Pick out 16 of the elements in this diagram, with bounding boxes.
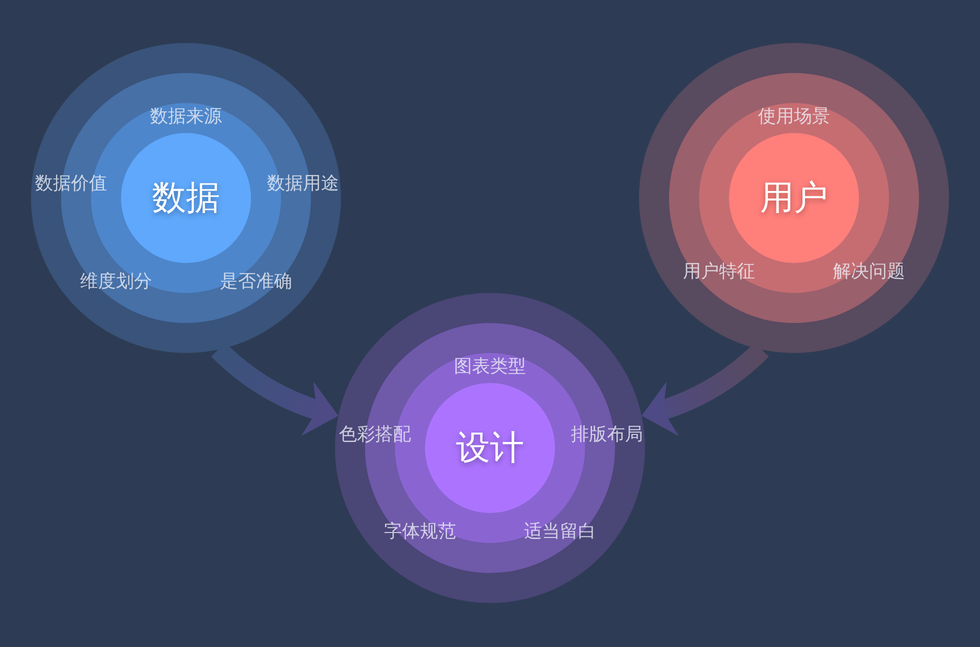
ring-label: 是否准确 <box>220 271 292 293</box>
ring-label: 数据价值 <box>35 173 107 195</box>
ring-label: 数据来源 <box>150 106 222 128</box>
ring-label: 色彩搭配 <box>339 424 411 446</box>
topic-label: 数据 <box>152 178 220 218</box>
ring-label: 排版布局 <box>571 424 643 446</box>
ring-label: 维度划分 <box>80 271 152 293</box>
ring-label: 解决问题 <box>833 261 905 283</box>
ring-label: 适当留白 <box>524 521 596 543</box>
ring-label: 图表类型 <box>454 356 526 378</box>
ring-label: 数据用途 <box>267 173 339 195</box>
topic-label: 设计 <box>456 428 524 468</box>
ring-label: 用户特征 <box>683 261 755 283</box>
ring-label: 使用场景 <box>758 106 830 128</box>
topic-label: 用户 <box>760 178 828 218</box>
ring-label: 字体规范 <box>384 521 456 543</box>
